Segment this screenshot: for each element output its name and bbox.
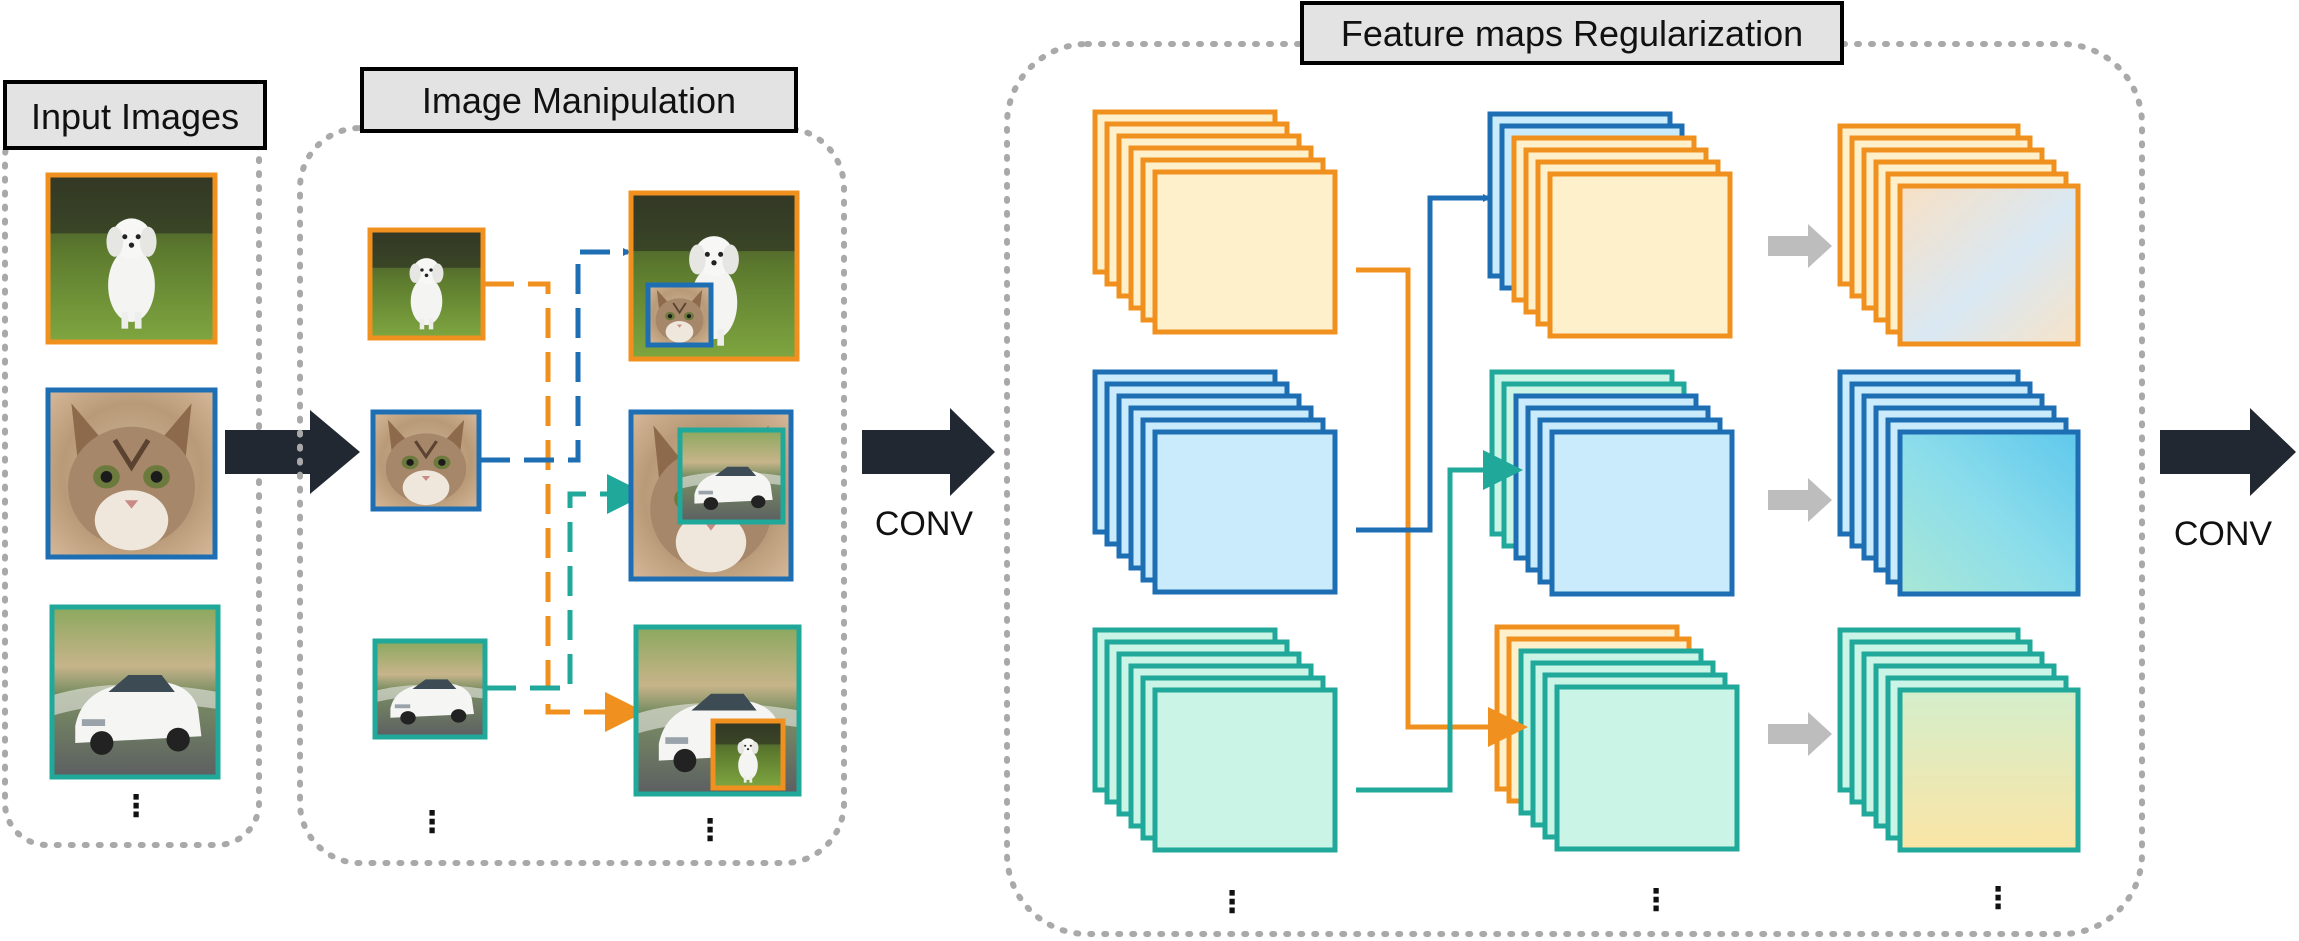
conv-label-1: CONV (875, 505, 974, 543)
feature-map-layer (1897, 429, 2081, 597)
feature-map-layer (1897, 183, 2081, 347)
feature-col1-ellipsis: ⋮ (1217, 885, 1247, 920)
mixed-car-dog-image (633, 624, 802, 797)
crops-ellipsis: ⋮ (417, 805, 447, 840)
stack-blue-orange-2 (1487, 111, 1733, 339)
feature-map-layer (1152, 687, 1338, 853)
input-cat-image (45, 387, 218, 560)
arrow-right-icon (862, 408, 995, 496)
stack-blue-3 (1837, 369, 2081, 597)
input-images-ellipsis: ⋮ (121, 789, 151, 824)
feature-col2-ellipsis: ⋮ (1641, 883, 1671, 918)
arrow-right-icon (1768, 478, 1832, 522)
feature-map-stacks (1092, 109, 2081, 853)
arrow-right-icon (225, 410, 360, 494)
feature-map-layer (1152, 169, 1338, 335)
feature-map-layer (1554, 684, 1740, 852)
mixed-ellipsis: ⋮ (695, 813, 725, 848)
stack-orange-1 (1092, 109, 1338, 335)
mixed-cat-car-image (628, 409, 794, 582)
feature-map-layer (1897, 687, 2081, 853)
arrow-right-icon (1768, 224, 1832, 268)
feature-map-layer (1152, 429, 1338, 595)
stack-teal-3 (1837, 627, 2081, 853)
image-manipulation-title-box: Image Manipulation (360, 67, 798, 133)
feature-map-layer (1547, 171, 1733, 339)
arrow-right-icon (1768, 712, 1832, 756)
stack-blue-1 (1092, 369, 1338, 595)
stack-teal-blue-2 (1489, 369, 1735, 597)
mixed-dog-cat-image (628, 190, 800, 362)
manipulation-routes (480, 248, 647, 732)
feature-map-layer (1549, 429, 1735, 597)
stack-teal-1 (1092, 627, 1338, 853)
cat-crop (370, 409, 482, 512)
feature-col3-ellipsis: ⋮ (1983, 881, 2013, 916)
feature-maps-title-box: Feature maps Regularization (1300, 1, 1844, 65)
stack-orange-teal-2 (1494, 624, 1740, 852)
image-manipulation-title: Image Manipulation (422, 80, 736, 121)
feature-routes (1356, 194, 1528, 793)
input-images-title: Input Images (31, 96, 239, 137)
feature-maps-title: Feature maps Regularization (1341, 13, 1803, 54)
dog-crop (367, 227, 486, 341)
input-images-title-box: Input Images (3, 80, 267, 150)
car-crop (372, 638, 488, 740)
arrow-right-icon (2160, 408, 2296, 496)
gray-arrows (1768, 224, 1832, 756)
stack-orange-3 (1837, 123, 2081, 347)
conv-label-2: CONV (2174, 515, 2273, 553)
input-car-image (49, 604, 221, 780)
input-dog-image (45, 172, 218, 345)
